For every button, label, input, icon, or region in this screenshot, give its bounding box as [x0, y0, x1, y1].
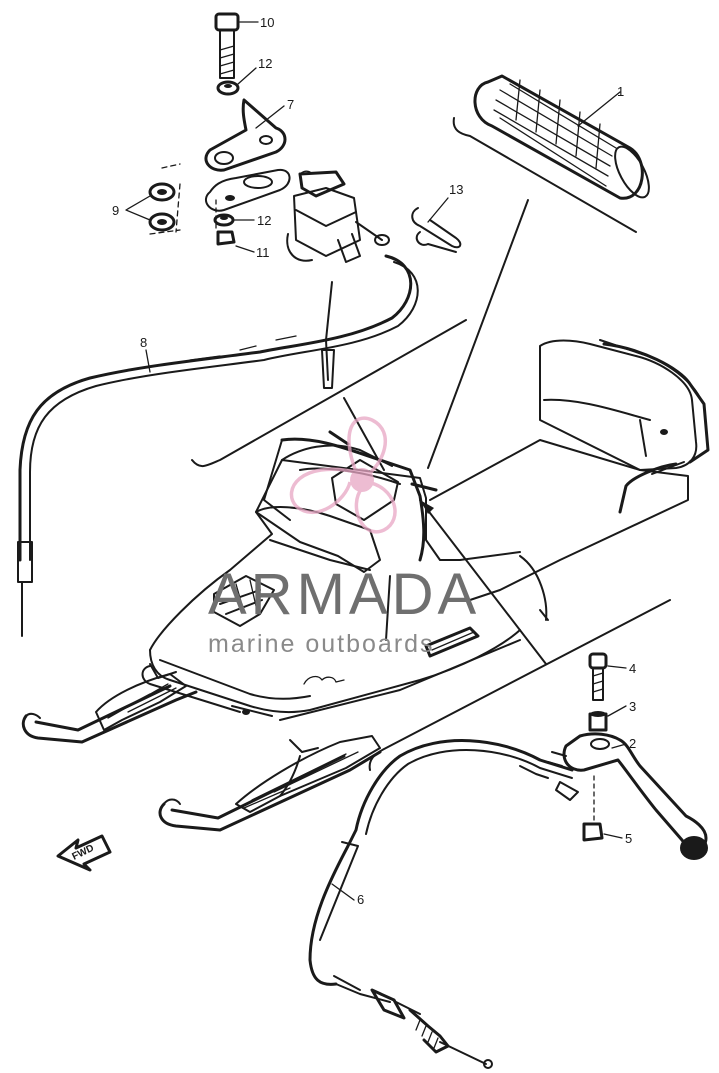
- section-line-upper: [191, 319, 467, 467]
- callout-number-2: 2: [629, 736, 636, 751]
- handlebar-cluster: [328, 430, 438, 521]
- callout-12-top: 12: [237, 56, 272, 85]
- callout-13: 13: [427, 182, 463, 223]
- callout-number-6: 6: [357, 892, 364, 907]
- callout-number-11: 11: [256, 245, 270, 260]
- leader-center-down: [385, 575, 391, 641]
- ski-left: [21, 663, 198, 744]
- ski-right: [158, 735, 382, 832]
- callout-number-3: 3: [629, 699, 636, 714]
- callout-1: 1: [577, 84, 624, 127]
- spring-clip-13: [411, 207, 462, 253]
- armada-logo: [289, 416, 397, 534]
- bolt-4: [588, 652, 608, 701]
- callout-number-1: 1: [617, 84, 624, 99]
- callout-number-10: 10: [260, 15, 274, 30]
- washer-12-lower: [213, 213, 235, 227]
- brake-cable-6: [308, 739, 579, 1069]
- throttle-switch-housing: [286, 170, 390, 263]
- callout-6: 6: [331, 883, 364, 907]
- collar-3: [588, 711, 608, 732]
- watermark-subtitle: marine outboards: [208, 630, 435, 658]
- washers-9: [148, 163, 181, 235]
- nut-11: [215, 199, 236, 246]
- nut-5: [582, 775, 604, 842]
- callout-number-12-lower: 12: [257, 213, 271, 228]
- callout-5: 5: [603, 831, 632, 846]
- callout-number-9: 9: [112, 203, 119, 218]
- hand-grip: [473, 74, 650, 200]
- lever-bracket-7: [204, 98, 291, 212]
- grip-group-bracket: [452, 117, 637, 233]
- leader-lever-to-handle: [419, 499, 547, 665]
- callout-10: 10: [239, 15, 274, 30]
- callout-number-13: 13: [449, 182, 463, 197]
- forward-direction-arrow: FWD: [56, 834, 112, 872]
- callout-number-8: 8: [140, 335, 147, 350]
- callout-8: 8: [140, 335, 151, 373]
- bolt-10: [214, 12, 240, 79]
- washer-12-top: [216, 80, 240, 96]
- callout-number-5: 5: [625, 831, 632, 846]
- throttle-cable-8: [17, 254, 419, 637]
- callout-7: 7: [255, 97, 294, 129]
- brake-lever-2: [547, 732, 708, 860]
- callout-9: 9: [112, 195, 151, 221]
- leader-grip-to-handle: [427, 199, 529, 469]
- snowmobile-body: [141, 339, 710, 721]
- callout-number-4: 4: [629, 661, 636, 676]
- callout-3: 3: [607, 699, 636, 717]
- callout-4: 4: [607, 661, 636, 676]
- callout-number-7: 7: [287, 97, 294, 112]
- callout-11: 11: [235, 245, 270, 260]
- callout-2: 2: [611, 736, 636, 751]
- callout-12-lower: 12: [233, 213, 271, 228]
- watermark-title: ARMADA: [208, 562, 480, 627]
- callout-number-12-top: 12: [258, 56, 272, 71]
